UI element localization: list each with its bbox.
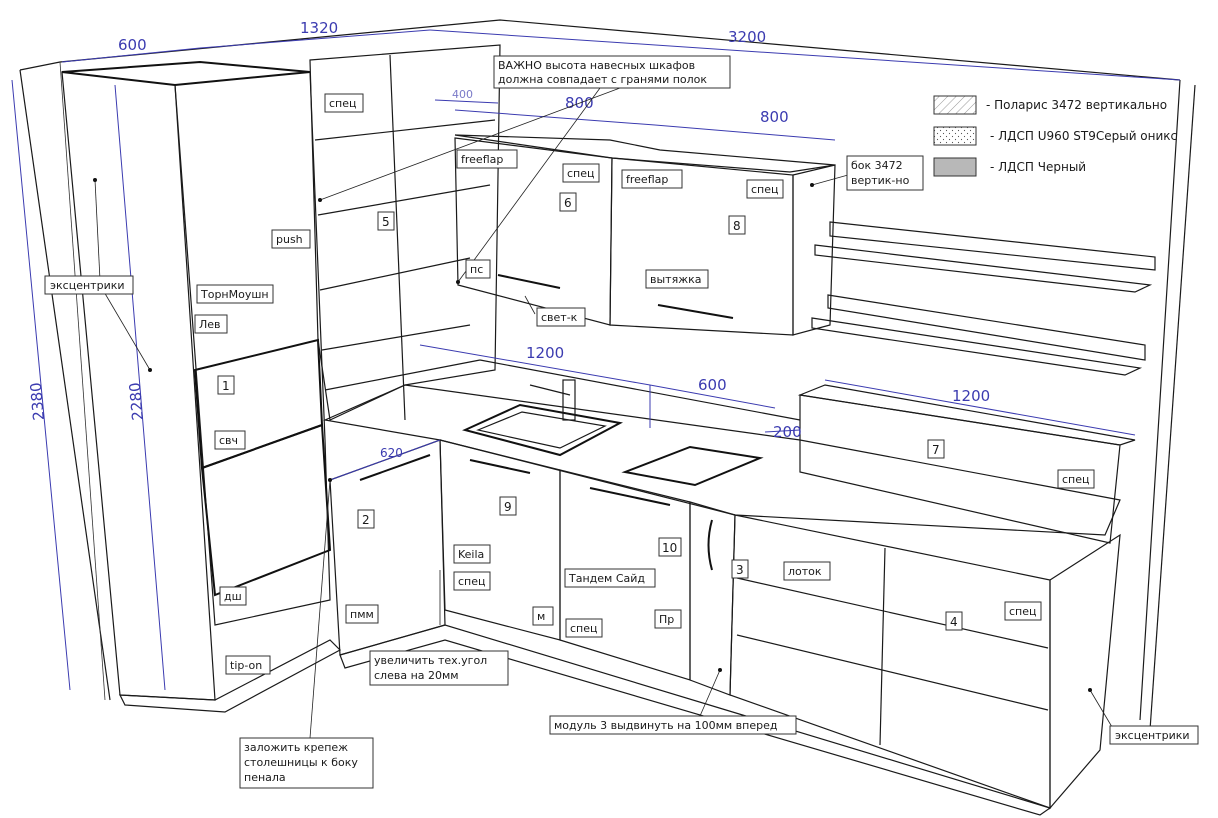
- tag-tornmoushn: ТорнМоушн: [200, 288, 269, 301]
- module-number-2: 2: [362, 513, 370, 527]
- legend-swatch-hatch: [933, 95, 977, 115]
- dim-3200: 3200: [728, 28, 766, 46]
- tag-freeflap-1: freeflap: [461, 153, 503, 166]
- tag-spec-10: спец: [570, 622, 598, 635]
- tag-spec-6: спец: [567, 167, 595, 180]
- tag-spec-7: спец: [1062, 473, 1090, 486]
- note-eccentric-right: эксцентрики: [1115, 729, 1190, 742]
- dim-600-mid: 600: [698, 376, 727, 394]
- note-side-panel-1: бок 3472: [851, 159, 903, 172]
- module-number-3: 3: [736, 563, 744, 577]
- module-number-8: 8: [733, 219, 741, 233]
- tag-spec-9: спец: [458, 575, 486, 588]
- note-important-2: должна совпадает с гранями полок: [498, 73, 707, 86]
- module-7: [797, 384, 1136, 544]
- tag-freeflap-2: freeflap: [626, 173, 668, 186]
- tag-pr: Пр: [659, 613, 674, 626]
- tag-svet-k: свет-к: [541, 311, 578, 324]
- dim-620: 620: [380, 446, 403, 460]
- dim-600-top: 600: [118, 36, 147, 54]
- module-number-5: 5: [382, 215, 390, 229]
- tag-tip-on: tip-on: [230, 659, 262, 672]
- module-number-7: 7: [932, 443, 940, 457]
- tall-cabinet: [61, 60, 341, 713]
- tag-tandem: Тандем Сайд: [568, 572, 645, 585]
- tag-lev: Лев: [199, 318, 221, 331]
- note-side-panel-2: вертик-но: [851, 174, 910, 187]
- dimension-texts: 600 1320 3200 400 800 800 2380 2280 1200…: [27, 19, 990, 460]
- note-important-1: ВАЖНО высота навесных шкафов: [498, 59, 695, 72]
- dim-1200-right: 1200: [952, 387, 990, 405]
- dim-800-b: 800: [760, 108, 789, 126]
- legend-label-ldsp-black: - ЛДСП Черный: [990, 160, 1086, 174]
- tags: спец push ТорнМоушн Лев свч дш tip-on пм…: [194, 93, 1095, 675]
- note-countertop-1: заложить крепеж: [244, 741, 348, 754]
- tag-dsh: дш: [224, 590, 242, 603]
- tag-spec-8: спец: [751, 183, 779, 196]
- module-number-6: 6: [564, 196, 572, 210]
- module-number-10: 10: [662, 541, 677, 555]
- tag-vytyazhka: вытяжка: [650, 273, 702, 286]
- legend-label-polaris: - Поларис 3472 вертикально: [986, 98, 1167, 112]
- dimension-lines: [11, 29, 1181, 691]
- note-eccentric-left: эксцентрики: [50, 279, 125, 292]
- dim-1320: 1320: [300, 19, 338, 37]
- note-corner-2: слева на 20мм: [374, 669, 459, 682]
- legend: - Поларис 3472 вертикально - ЛДСП U960 S…: [933, 95, 1177, 177]
- module-number-4: 4: [950, 615, 958, 629]
- dim-2280: 2280: [126, 382, 147, 422]
- upper-cabinets: [454, 134, 836, 336]
- note-countertop-2: столешницы к боку: [244, 756, 358, 769]
- note-corner-1: увеличить тех.угол: [374, 654, 487, 667]
- note-countertop-3: пенала: [244, 771, 286, 784]
- tag-push: push: [276, 233, 303, 246]
- tag-spec-shelf: спец: [329, 97, 357, 110]
- dim-200: 200: [773, 423, 802, 441]
- tag-m: м: [537, 610, 545, 623]
- dim-2380: 2380: [27, 382, 48, 422]
- open-shelves: [309, 44, 501, 421]
- legend-label-ldsp-grey: - ЛДСП U960 ST9Серый оникс: [990, 129, 1177, 143]
- note-module3: модуль 3 выдвинуть на 100мм вперед: [554, 719, 778, 732]
- tag-svch: свч: [219, 434, 238, 447]
- module-numbers: 1 2 3 4 5 6 7 8 9 10: [217, 192, 963, 631]
- lower-cabinets: [329, 439, 1121, 816]
- legend-swatch-gray: [933, 157, 977, 177]
- tag-pmm: пмм: [350, 608, 374, 621]
- tag-ps: пс: [470, 263, 483, 276]
- notes: ВАЖНО высота навесных шкафов должна совп…: [44, 55, 1199, 789]
- dim-400: 400: [452, 88, 473, 101]
- tag-keila: Keila: [458, 548, 484, 561]
- dim-1200-mid: 1200: [526, 344, 564, 362]
- tag-lotok: лоток: [788, 565, 822, 578]
- wall-rails: [811, 221, 1156, 376]
- leader-lines: [93, 87, 1116, 739]
- module-number-9: 9: [504, 500, 512, 514]
- tag-spec-4: спец: [1009, 605, 1037, 618]
- walls: [19, 19, 1196, 731]
- legend-swatch-dots: [933, 126, 977, 146]
- module-number-1: 1: [222, 379, 230, 393]
